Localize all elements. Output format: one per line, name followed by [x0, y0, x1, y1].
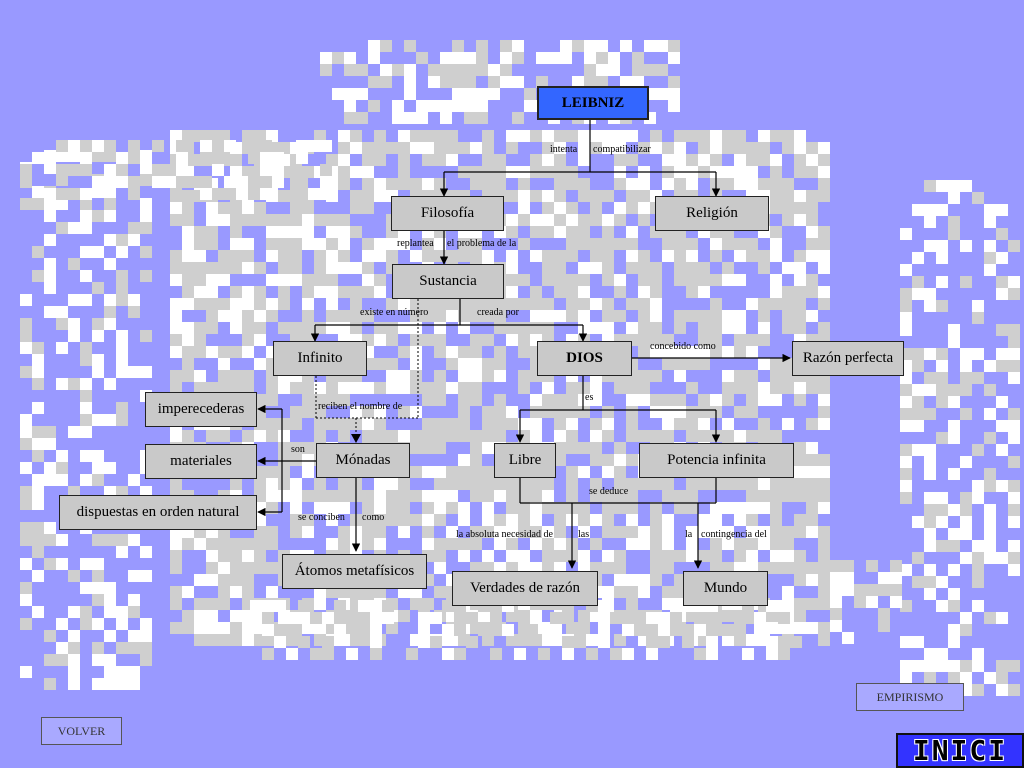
link-label-es: es [585, 392, 594, 403]
link-label-las: las [578, 529, 590, 540]
verdades-razon-node: Verdades de razón [452, 571, 598, 606]
inici-button[interactable]: INICI [896, 733, 1024, 768]
link-label-son: son [291, 444, 305, 455]
link-label-como: como [362, 512, 385, 523]
mundo-node: Mundo [683, 571, 768, 606]
sustancia-node: Sustancia [392, 264, 504, 299]
link-label-concebido-como: concebido como [650, 341, 716, 352]
link-label-existe-en-numero: existe en número [360, 307, 429, 318]
leibniz-node: LEIBNIZ [537, 86, 649, 120]
link-label-creada-por: creada por [477, 307, 519, 318]
link-label-el-problema: el problema de la [447, 238, 517, 249]
link-label-intenta: intenta [550, 144, 578, 155]
infinito-node: Infinito [273, 341, 367, 376]
atomos-metafisicos-node: Átomos metafísicos [282, 554, 427, 589]
link-label-se-conciben: se conciben [298, 512, 345, 523]
razon-perfecta-node: Razón perfecta [792, 341, 904, 376]
potencia-infinita-node: Potencia infinita [639, 443, 794, 478]
link-label-la: la [685, 529, 693, 540]
materiales-node: materiales [145, 444, 257, 479]
monadas-node: Mónadas [316, 443, 410, 478]
link-label-reciben-el-nombre: reciben el nombre de [318, 401, 403, 412]
filosofia-node: Filosofía [391, 196, 504, 231]
link-label-compatibilizar: compatibilizar [593, 144, 651, 155]
religion-node: Religión [655, 196, 769, 231]
link-label-replantea: replantea [397, 238, 434, 249]
link-label-se-deduce: se deduce [589, 486, 629, 497]
libre-node: Libre [494, 443, 556, 478]
volver-button[interactable]: VOLVER [41, 717, 122, 745]
link-label-contingencia-del: contingencia del [701, 529, 767, 540]
empirismo-button[interactable]: EMPIRISMO [856, 683, 964, 711]
dios-node: DIOS [537, 341, 632, 376]
link-label-absoluta-necesidad: la absoluta necesidad de [456, 529, 553, 540]
orden-natural-node: dispuestas en orden natural [59, 495, 257, 530]
imperecederas-node: imperecederas [145, 392, 257, 427]
